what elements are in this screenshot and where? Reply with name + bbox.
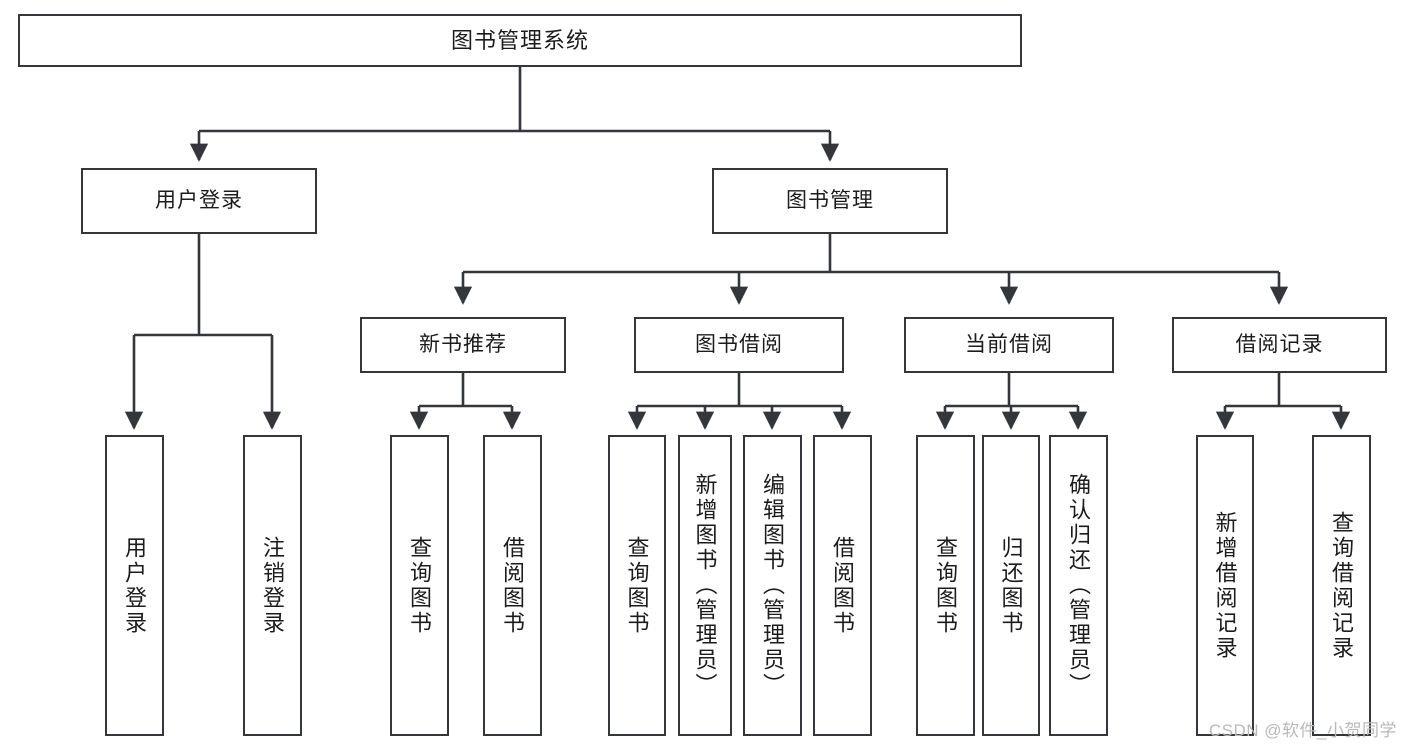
node-root-label: 图书管理系统 (450, 27, 589, 53)
node-leaf-borrow-book-1-label: 借阅图书 (500, 535, 526, 636)
node-root[interactable]: 图书管理系统 (18, 14, 1022, 67)
node-user-login-label: 用户登录 (155, 188, 243, 212)
node-leaf-query-book-3-label: 查询图书 (933, 535, 959, 636)
node-leaf-query-record-label: 查询借阅记录 (1329, 510, 1355, 661)
node-current-borrow-label: 当前借阅 (965, 332, 1053, 356)
node-leaf-edit-book-label: 编辑图书（管理员） (760, 473, 786, 698)
node-leaf-user-logout[interactable]: 注销登录 (243, 435, 302, 736)
node-leaf-user-login[interactable]: 用户登录 (105, 435, 164, 736)
node-leaf-query-book-1[interactable]: 查询图书 (390, 435, 449, 736)
node-leaf-confirm-return[interactable]: 确认归还（管理员） (1049, 435, 1108, 736)
node-leaf-edit-book[interactable]: 编辑图书（管理员） (743, 435, 802, 736)
node-book-borrow[interactable]: 图书借阅 (634, 317, 844, 373)
node-leaf-add-book[interactable]: 新增图书（管理员） (678, 435, 732, 736)
node-leaf-borrow-book-2[interactable]: 借阅图书 (813, 435, 872, 736)
node-leaf-query-book-2[interactable]: 查询图书 (608, 435, 666, 736)
node-book-manage-label: 图书管理 (786, 188, 874, 212)
node-leaf-add-record[interactable]: 新增借阅记录 (1196, 435, 1254, 736)
node-new-book-recommend-label: 新书推荐 (419, 332, 507, 356)
node-book-manage[interactable]: 图书管理 (712, 168, 948, 234)
node-borrow-record-label: 借阅记录 (1235, 332, 1324, 356)
node-leaf-query-book-1-label: 查询图书 (407, 535, 433, 636)
node-leaf-add-book-label: 新增图书（管理员） (692, 473, 718, 698)
node-leaf-return-book-label: 归还图书 (998, 535, 1024, 636)
node-user-login[interactable]: 用户登录 (81, 168, 317, 234)
node-leaf-user-logout-label: 注销登录 (260, 535, 286, 636)
node-leaf-add-record-label: 新增借阅记录 (1212, 510, 1238, 661)
node-leaf-borrow-book-1[interactable]: 借阅图书 (483, 435, 542, 736)
watermark: CSDN @软件_小贺同学 (1208, 721, 1397, 740)
node-leaf-query-book-3[interactable]: 查询图书 (916, 435, 975, 736)
node-current-borrow[interactable]: 当前借阅 (904, 317, 1114, 373)
node-leaf-query-book-2-label: 查询图书 (624, 535, 650, 636)
node-leaf-query-record[interactable]: 查询借阅记录 (1312, 435, 1371, 736)
node-book-borrow-label: 图书借阅 (695, 332, 783, 356)
node-leaf-borrow-book-2-label: 借阅图书 (830, 535, 856, 636)
node-leaf-return-book[interactable]: 归还图书 (982, 435, 1040, 736)
node-borrow-record[interactable]: 借阅记录 (1172, 317, 1387, 373)
node-leaf-user-login-label: 用户登录 (122, 535, 148, 636)
node-new-book-recommend[interactable]: 新书推荐 (360, 317, 566, 373)
node-leaf-confirm-return-label: 确认归还（管理员） (1066, 473, 1092, 698)
